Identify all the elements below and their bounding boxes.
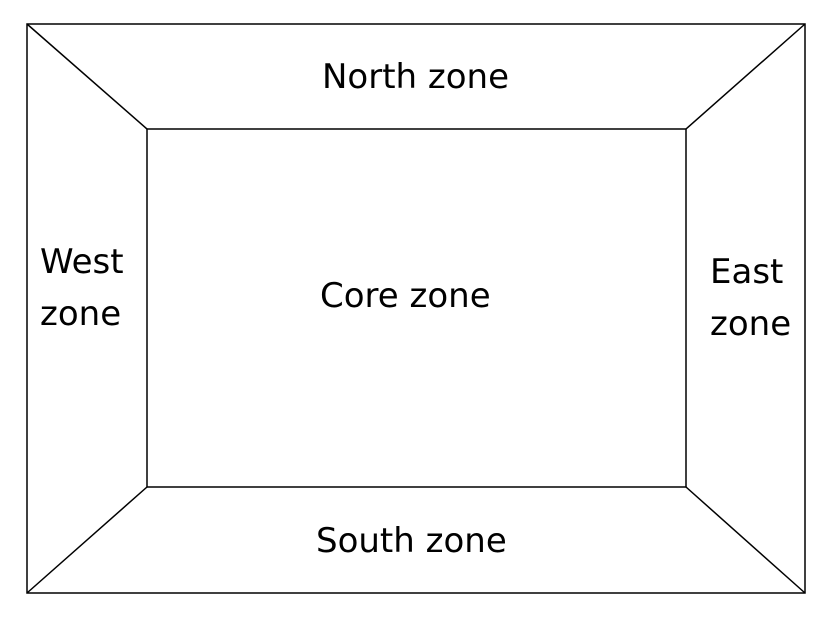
- core-zone-label: Core zone: [320, 276, 491, 316]
- diagonal-bottom-left: [26, 486, 148, 594]
- core-boundary: [146, 128, 687, 488]
- north-zone-label: North zone: [322, 57, 510, 97]
- diagonal-bottom-right: [685, 486, 806, 594]
- west-zone-label-line-1: West: [40, 242, 124, 282]
- west-zone-label-line-2: zone: [40, 294, 122, 334]
- south-zone-label: South zone: [316, 521, 507, 561]
- west-zone-label: West zone: [40, 236, 140, 340]
- diagonal-top-right: [685, 23, 806, 130]
- outer-boundary: [26, 23, 806, 594]
- east-zone-label-line-2: zone: [710, 304, 792, 344]
- east-zone-label: East zone: [710, 246, 810, 350]
- east-zone-label-line-1: East: [710, 252, 784, 292]
- diagonal-top-left: [26, 23, 148, 130]
